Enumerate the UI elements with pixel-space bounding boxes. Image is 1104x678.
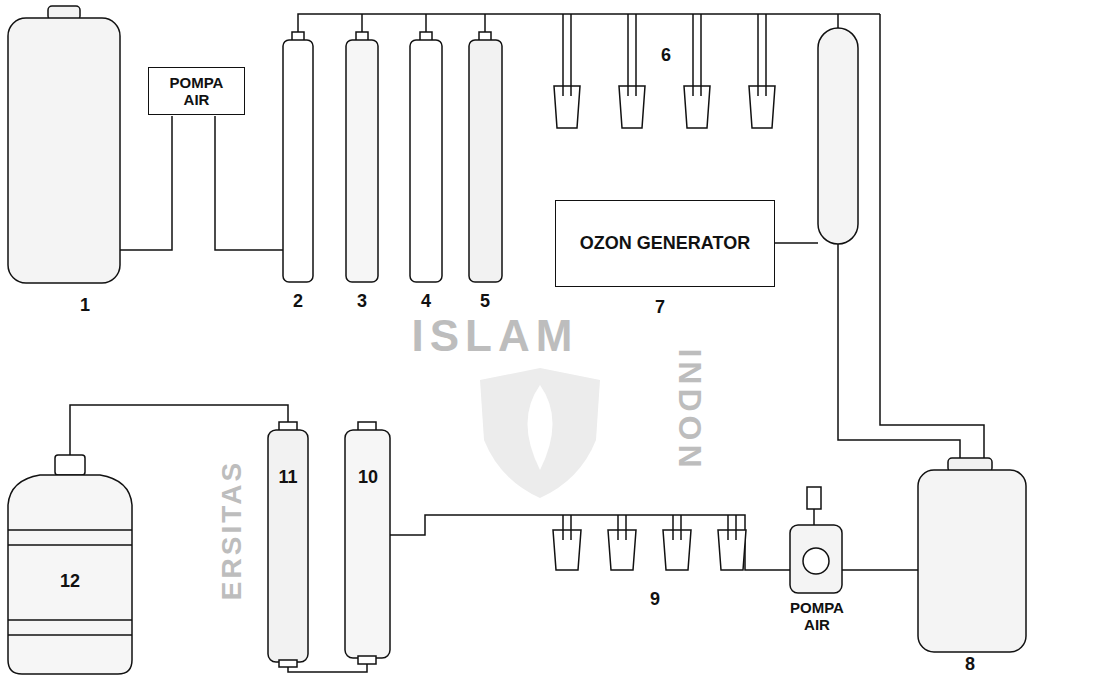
callout-number: 8 xyxy=(965,655,975,675)
pump-symbol: POMPA AIR xyxy=(782,485,852,634)
watermark-text: ERSITAS xyxy=(218,460,246,600)
node-label: POMPA AIR xyxy=(161,74,233,109)
callout-number: 6 xyxy=(661,46,671,66)
node-label: OZON GENERATOR xyxy=(580,233,750,254)
callout-number: 2 xyxy=(293,292,303,312)
node-label: POMPA AIR xyxy=(782,599,852,634)
callout-number: 10 xyxy=(358,468,378,488)
watermark-text: ISLAM xyxy=(412,314,579,358)
callout-number: 11 xyxy=(278,468,297,488)
callout-number: 7 xyxy=(655,298,665,318)
watermark-text: INDON xyxy=(674,348,706,471)
callout-number: 5 xyxy=(480,292,490,312)
pump-drawing xyxy=(782,485,852,597)
callout-number: 9 xyxy=(650,590,660,610)
callout-number: 3 xyxy=(357,292,367,312)
pump-box: POMPA AIR xyxy=(148,67,245,115)
callout-number: 12 xyxy=(60,572,80,592)
ozone-generator-box: OZON GENERATOR xyxy=(555,200,775,287)
callout-number: 1 xyxy=(80,296,90,316)
callout-number: 4 xyxy=(421,292,431,312)
